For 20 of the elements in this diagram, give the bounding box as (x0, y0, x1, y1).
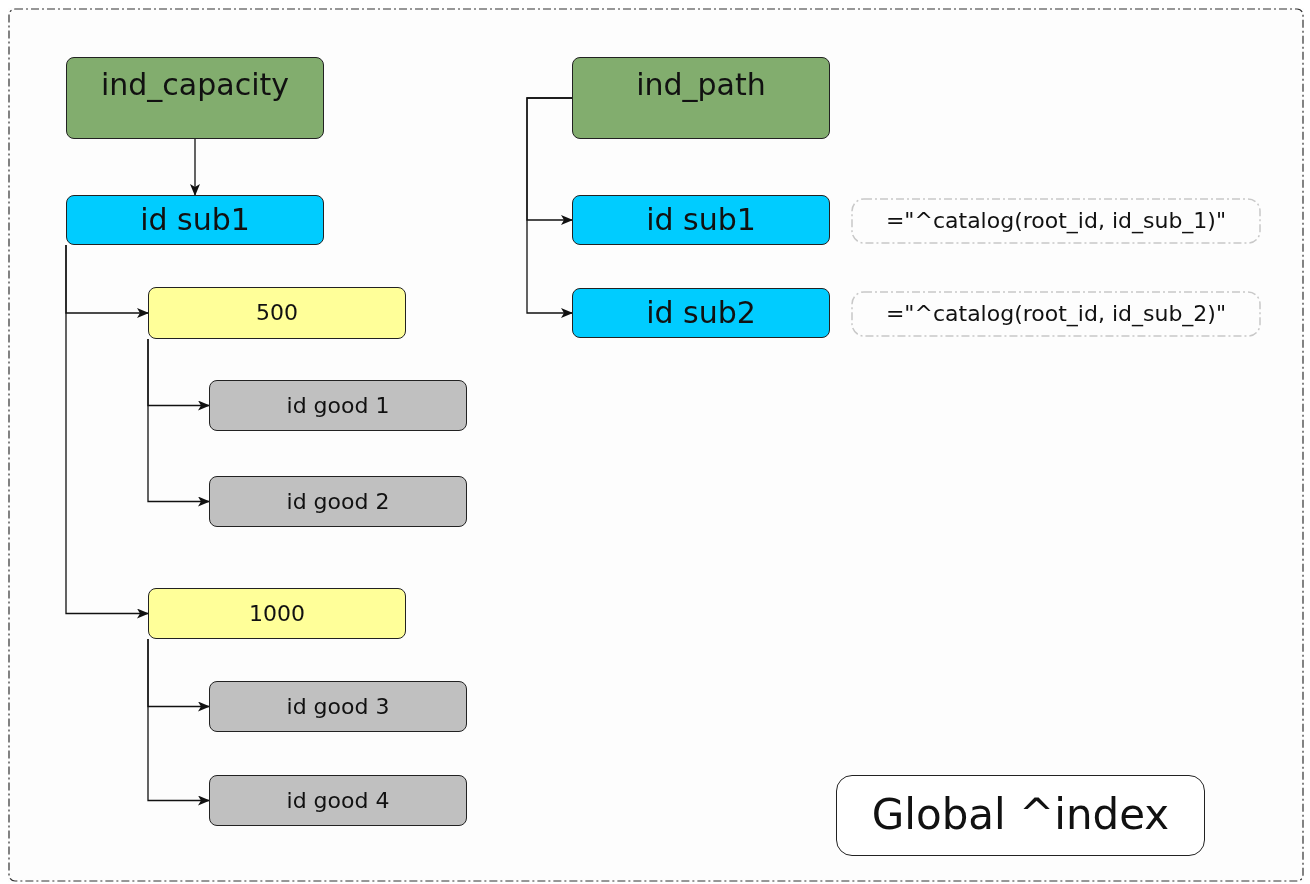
formula-box: ="^catalog(root_id, id_sub_2)" (851, 291, 1261, 337)
arrow (65, 244, 149, 619)
index-box: ind_path (572, 57, 830, 139)
title-box: Global ^index (836, 775, 1205, 856)
subscript-box: id sub1 (66, 195, 324, 245)
arrow (147, 338, 210, 507)
item-box: id good 2 (209, 476, 467, 527)
arrow (147, 638, 210, 806)
item-box: id good 3 (209, 681, 467, 732)
arrow (190, 138, 200, 196)
item-box: id good 1 (209, 380, 467, 431)
value-box: 1000 (148, 588, 406, 639)
arrow (526, 97, 573, 318)
subscript-box: id sub1 (572, 195, 830, 245)
value-box: 500 (148, 287, 406, 339)
index-box: ind_capacity (66, 57, 324, 139)
formula-box: ="^catalog(root_id, id_sub_1)" (851, 198, 1261, 244)
item-box: id good 4 (209, 775, 467, 826)
subscript-box: id sub2 (572, 288, 830, 338)
frame-background (8, 8, 1304, 882)
